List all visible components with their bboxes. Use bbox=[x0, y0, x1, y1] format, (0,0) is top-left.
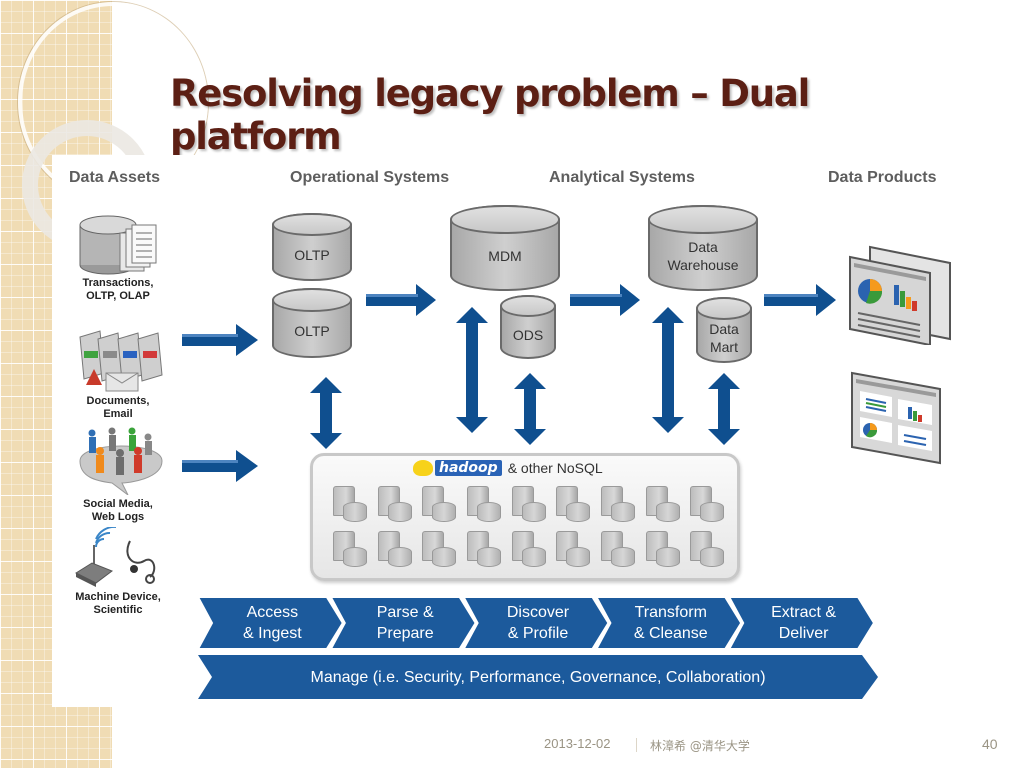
manage-bar-label: Manage (i.e. Security, Performance, Gove… bbox=[310, 669, 766, 686]
asset-label: Documents, Email bbox=[86, 395, 150, 420]
process-chevrons bbox=[198, 597, 878, 699]
arrow-right-social-to-hadoop bbox=[182, 450, 258, 482]
arrow-right-mdm-to-warehouse bbox=[570, 284, 640, 316]
server-node-icon bbox=[374, 529, 415, 572]
footer-divider bbox=[636, 738, 637, 752]
server-node-icon bbox=[597, 529, 638, 572]
database-oltp-top: OLTP bbox=[272, 213, 352, 281]
column-header-data-assets: Data Assets bbox=[69, 169, 161, 186]
asset-label: Social Media, Web Logs bbox=[83, 498, 153, 523]
server-disk bbox=[655, 502, 680, 522]
server-disk bbox=[700, 502, 725, 522]
process-step-label: Access& Ingest bbox=[243, 604, 302, 642]
server-node-icon bbox=[552, 529, 593, 572]
server-disk bbox=[521, 547, 546, 567]
process-step-label: Extract &Deliver bbox=[771, 604, 837, 642]
report-pages-icon bbox=[849, 245, 951, 345]
server-node-icon bbox=[597, 484, 638, 527]
column-header-operational-systems: Operational Systems bbox=[290, 169, 450, 186]
server-disk bbox=[343, 502, 367, 522]
double-arrow-ods-hadoop bbox=[514, 373, 546, 445]
manage-bar-shape bbox=[198, 655, 878, 699]
server-node-icon bbox=[374, 484, 415, 527]
server-disk bbox=[477, 502, 501, 522]
arrow-right-warehouse-to-products bbox=[764, 284, 836, 316]
asset-label: Machine Device, Scientific bbox=[75, 591, 161, 616]
server-disk bbox=[432, 502, 457, 522]
process-step-label: Parse &Prepare bbox=[376, 604, 434, 642]
server-node-icon bbox=[418, 484, 459, 527]
server-node-icon bbox=[463, 529, 504, 572]
process-step-chevron bbox=[461, 597, 610, 650]
server-node-icon bbox=[686, 484, 727, 527]
footer-date: 2013-12-02 bbox=[544, 736, 611, 751]
server-disk bbox=[387, 547, 412, 567]
server-node-icon bbox=[642, 484, 683, 527]
server-disk bbox=[611, 547, 635, 567]
social-people-icon bbox=[79, 427, 163, 495]
server-disk bbox=[566, 547, 591, 567]
device-stethoscope-icon bbox=[74, 527, 156, 587]
server-grid bbox=[329, 484, 727, 572]
hadoop-nosql-label: & other NoSQL bbox=[507, 460, 603, 476]
database-documents-icon bbox=[79, 215, 157, 275]
dashboard-icon bbox=[851, 371, 941, 465]
hadoop-nosql-cluster: hadoop & other NoSQL bbox=[310, 453, 740, 581]
process-step-label: Discover& Profile bbox=[506, 604, 570, 642]
server-node-icon bbox=[463, 484, 504, 527]
server-disk bbox=[477, 547, 501, 567]
server-disk bbox=[700, 547, 725, 567]
slide-page-number: 40 bbox=[982, 736, 998, 752]
column-header-analytical-systems: Analytical Systems bbox=[549, 169, 695, 186]
footer-author: 林漳希 @清华大学 bbox=[650, 739, 750, 753]
server-disk bbox=[387, 502, 412, 522]
server-node-icon bbox=[686, 529, 727, 572]
server-node-icon bbox=[508, 484, 549, 527]
server-node-icon bbox=[552, 484, 593, 527]
column-header-data-products: Data Products bbox=[828, 169, 937, 186]
server-disk bbox=[611, 502, 635, 522]
server-node-icon bbox=[418, 529, 459, 572]
server-disk bbox=[655, 547, 680, 567]
process-step-chevron bbox=[594, 597, 743, 650]
double-arrow-mdm-hadoop bbox=[456, 307, 488, 433]
slide-title: Resolving legacy problem – Dual platform bbox=[170, 72, 810, 158]
hadoop-elephant-icon bbox=[413, 460, 433, 476]
process-step-chevron bbox=[329, 597, 477, 650]
server-node-icon bbox=[642, 529, 683, 572]
documents-email-icon bbox=[79, 330, 163, 392]
server-disk bbox=[343, 547, 367, 567]
database-ods: ODS bbox=[500, 295, 556, 359]
database-mdm: MDM bbox=[450, 205, 560, 291]
hadoop-label: hadoop & other NoSQL bbox=[413, 460, 603, 476]
hadoop-logo: hadoop bbox=[435, 460, 502, 476]
double-arrow-warehouse-hadoop bbox=[652, 307, 684, 433]
diagram-canvas: Data Assets Operational Systems Analytic… bbox=[52, 155, 972, 707]
server-disk bbox=[432, 547, 457, 567]
server-disk bbox=[521, 502, 546, 522]
process-step-chevron bbox=[198, 597, 344, 650]
server-node-icon bbox=[329, 529, 370, 572]
arrow-right-documents-to-operational bbox=[182, 324, 258, 356]
server-disk bbox=[566, 502, 591, 522]
process-step-chevron bbox=[727, 597, 876, 650]
database-oltp-bottom: OLTP bbox=[272, 288, 352, 358]
process-step-label: Transform& Cleanse bbox=[633, 604, 708, 642]
arrow-right-operational-to-mdm bbox=[366, 284, 436, 316]
server-node-icon bbox=[508, 529, 549, 572]
server-node-icon bbox=[329, 484, 370, 527]
asset-label: Transactions, OLTP, OLAP bbox=[82, 277, 154, 302]
double-arrow-oltp-hadoop bbox=[310, 377, 342, 449]
double-arrow-mart-hadoop bbox=[708, 373, 740, 445]
